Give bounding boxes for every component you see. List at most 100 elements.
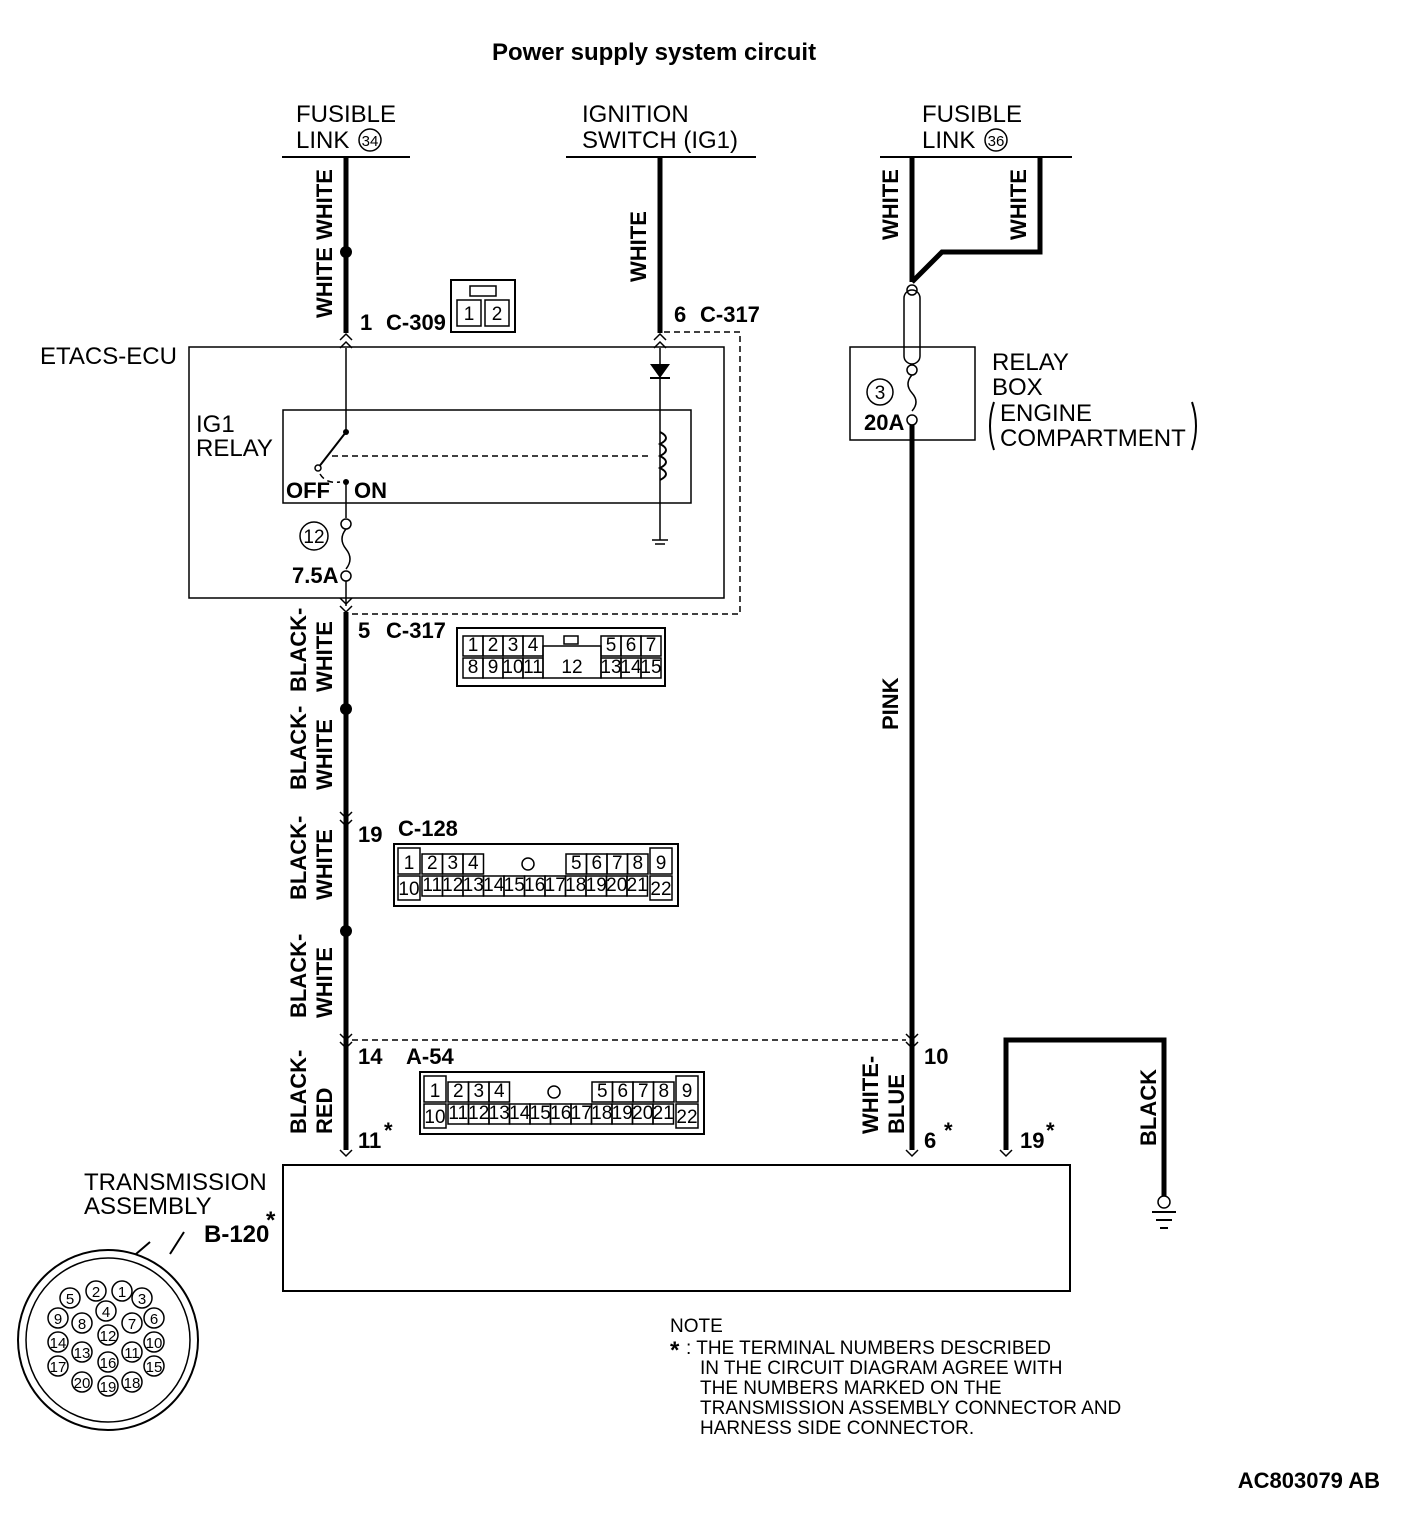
c317-center-pin: 12: [561, 657, 582, 678]
wire-label-white-2: WHITE: [312, 247, 337, 318]
a54-top-left-pin: 1: [430, 1081, 441, 1102]
c317-top-right-2-pin: 7: [646, 635, 657, 656]
c128-outline: [393, 843, 679, 907]
a54-bottom-2-pin: 13: [489, 1103, 510, 1124]
relay-box-line3: ENGINE: [1000, 400, 1092, 427]
b120-connector-inner: [25, 1257, 191, 1423]
relay-off-label: OFF: [286, 478, 330, 503]
b120-pin-label-12: 12: [100, 1328, 117, 1345]
wire-label-bw-2b: WHITE: [312, 719, 337, 790]
wire-label-bw-2a: BLACK-: [286, 706, 311, 790]
b120-star: *: [266, 1207, 276, 1234]
terminal-c128-arrow: [339, 811, 353, 828]
b120-pin-circle-17: [47, 1355, 69, 1377]
a54-bottom-6-pin: 17: [571, 1103, 592, 1124]
c317-bottom-pin: 5: [358, 618, 370, 643]
b120-pin-label-18: 18: [124, 1375, 141, 1392]
a54-outline: [419, 1071, 705, 1135]
b120-pin-circle-18: [121, 1371, 143, 1393]
b120-pin-label-14: 14: [50, 1335, 67, 1352]
a54-pin-left: 14: [358, 1044, 383, 1069]
b120-pin-circle-1: [111, 1280, 133, 1302]
wire-label-white-4: WHITE: [878, 169, 903, 240]
a54-top-2-cell: [488, 1081, 511, 1103]
a54-bottom-10-cell: [652, 1103, 675, 1125]
fuse-3-bottom-terminal: [906, 414, 918, 426]
c128-bottom-5-pin: 16: [524, 875, 545, 896]
a54-top-right-2-pin: 7: [638, 1081, 649, 1102]
relay-coil: [657, 431, 667, 481]
b120-pin-circle-16: [97, 1351, 119, 1373]
b120-pin-circle-11: [121, 1341, 143, 1363]
terminal-a54-left-arrow: [339, 1033, 353, 1050]
b120-pin-circle-4: [95, 1300, 117, 1322]
c128-top-left-cell: [397, 847, 421, 875]
b120-connector-outer: [17, 1249, 199, 1431]
a54-bottom-0-pin: 11: [448, 1103, 468, 1124]
b120-pin-11: 11: [358, 1128, 381, 1153]
ground-terminal: [1157, 1195, 1171, 1209]
fusible-link-36-number-circle: [984, 128, 1008, 152]
b120-pin-label-6: 6: [150, 1311, 158, 1328]
ignition-switch-line1: IGNITION: [582, 101, 689, 128]
b120-pin-label-20: 20: [74, 1375, 91, 1392]
wire-label-pink: PINK: [878, 677, 903, 730]
c128-top-right-3-pin: 8: [632, 853, 643, 874]
c317-bottom-right-1-pin: 14: [620, 657, 642, 678]
b120-pin-label-15: 15: [146, 1359, 163, 1376]
b120-pin-circle-14: [47, 1331, 69, 1353]
b120-pin-19-star: *: [1046, 1118, 1055, 1143]
c309-outline: [450, 279, 516, 333]
c317-top-left-3-pin: 4: [528, 635, 539, 656]
b120-pin-11-star: *: [384, 1118, 393, 1143]
wire-label-white-5: WHITE: [1006, 169, 1031, 240]
ignition-switch: IGNITION SWITCH (IG1): [566, 101, 756, 158]
wire-label-bw-4a: BLACK-: [286, 934, 311, 1018]
b120-pin-label-16: 16: [100, 1355, 117, 1372]
a54-bottom-9-pin: 20: [632, 1103, 653, 1124]
note-heading: NOTE: [670, 1316, 723, 1337]
c128-top-far-cell: [649, 847, 673, 875]
a54-top-0-pin: 2: [453, 1081, 464, 1102]
fuse-3-number: 3: [875, 383, 886, 404]
wire-label-bw-3a: BLACK-: [286, 816, 311, 900]
c309-pin-1: 1: [464, 304, 475, 325]
a54-top-2-pin: 4: [494, 1081, 505, 1102]
relay-contact-arm: [317, 431, 347, 469]
ignition-switch-line2: SWITCH (IG1): [582, 127, 738, 154]
b120-pin-label-4: 4: [102, 1304, 110, 1321]
c309-connector: 1 2: [450, 279, 516, 333]
terminal-b120-19-arrow: [999, 1149, 1013, 1158]
fusible-link-36-number: 36: [988, 133, 1005, 150]
b120-pin-circle-19: [97, 1375, 119, 1397]
c309-cell-1: [456, 299, 482, 327]
fusible-link-34-number-circle: [358, 128, 382, 152]
fuse-12-rating: 7.5A: [292, 563, 339, 588]
relay-ground: [652, 539, 668, 545]
terminal-b120-6-arrow: [905, 1149, 919, 1158]
c317-top-left-2-pin: 3: [508, 635, 519, 656]
fuse-12-bottom-terminal: [340, 570, 352, 582]
c128-bottom-2-pin: 13: [463, 875, 484, 896]
b120-pin-label-2: 2: [92, 1284, 100, 1301]
c317-bottom-left-0-pin: 8: [468, 657, 479, 678]
c128-bottom-6-pin: 17: [545, 875, 566, 896]
c309-latch: [469, 285, 497, 297]
b120-pin-circle-15: [143, 1355, 165, 1377]
a54-top-right-3-cell: [652, 1081, 675, 1103]
ground-symbol: [1152, 1211, 1176, 1229]
fusible-link-36-body: [903, 289, 921, 365]
figure-code: AC803079 AB: [1238, 1468, 1380, 1493]
fusible-link-34-number: 34: [362, 133, 379, 150]
c317-bottom-right-2-cell: [640, 657, 662, 679]
wire-label-white-1: WHITE: [312, 169, 337, 240]
relay-on-label: ON: [354, 478, 387, 503]
c128-top-2-pin: 4: [468, 853, 479, 874]
c128-key: [521, 857, 535, 871]
fusible-link-36: FUSIBLE LINK 36: [880, 101, 1072, 158]
b120-name: B-120: [204, 1221, 269, 1248]
c128-bottom-10-pin: 21: [627, 875, 648, 896]
c317-top-right-0-pin: 5: [606, 635, 617, 656]
c128-top-far-pin: 9: [656, 853, 667, 874]
